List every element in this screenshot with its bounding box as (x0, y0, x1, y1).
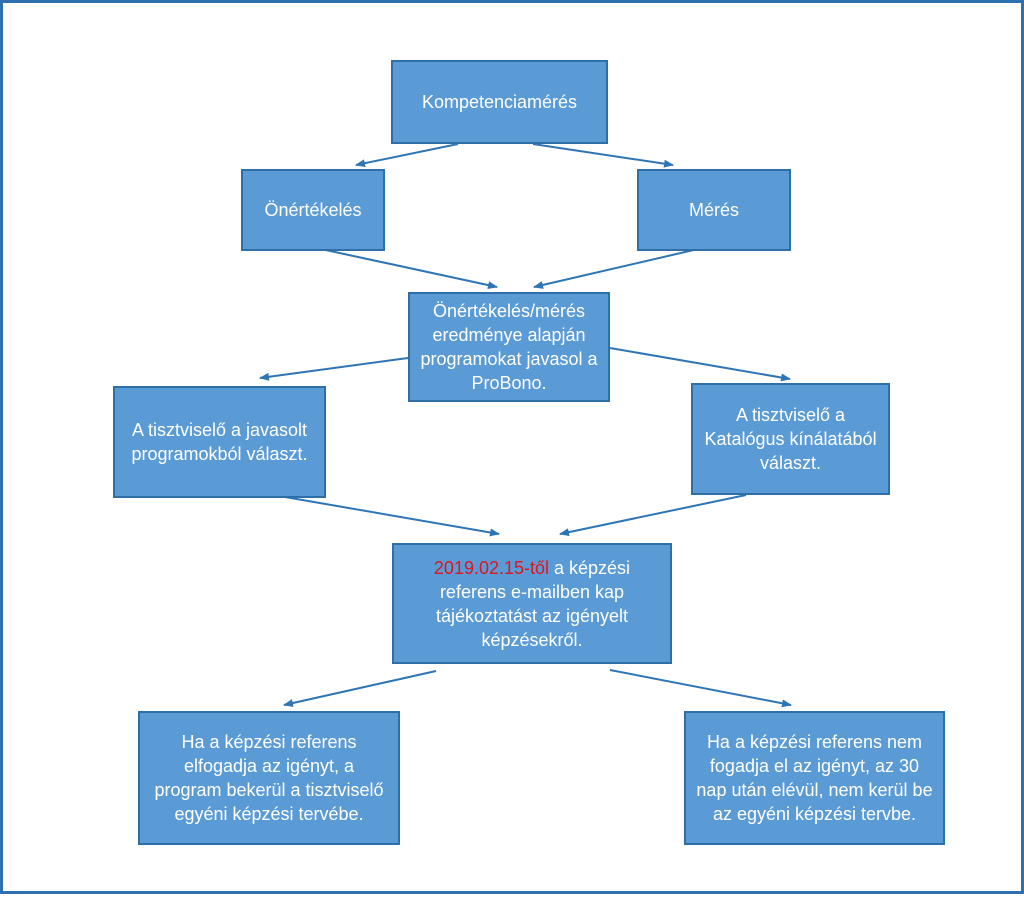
node-onertekeles: Önértékelés (241, 169, 385, 251)
node-katalogus-label: A tisztviselő a Katalógus kínálatából vá… (704, 405, 877, 473)
arrow-komp-to-oner (355, 143, 459, 168)
node-kepzesi-text: 2019.02.15-től a képzési referens e-mail… (404, 556, 660, 652)
arrows-layer (259, 143, 792, 708)
node-kepzesi-date: 2019.02.15-től (433, 557, 550, 578)
arrow-kepzesi-to-nemfogad (609, 669, 792, 708)
arrow-meres-to-eredmeny (533, 248, 699, 289)
node-nem-fogadja-el: Ha a képzési referens nem fogadja el az … (684, 711, 945, 845)
arrow-katalogus-to-kepzesi (559, 494, 747, 537)
node-eredmeny-label: Önértékelés/mérés eredménye alapján prog… (420, 301, 598, 393)
node-eredmeny-alapjan: Önértékelés/mérés eredménye alapján prog… (408, 292, 610, 402)
node-katalogus-kinalatabol: A tisztviselő a Katalógus kínálatából vá… (691, 383, 890, 495)
node-elfogad-label: Ha a képzési referens elfogadja az igény… (154, 732, 384, 824)
node-meres-label: Mérés (688, 200, 739, 220)
arrow-eredmeny-to-javasolt (259, 357, 409, 381)
node-elfogadja-az-igenyt: Ha a képzési referens elfogadja az igény… (138, 711, 400, 845)
node-kepzesi-label: a képzési referens e-mailben kap tájékoz… (435, 557, 631, 650)
arrow-javasolt-to-kepzesi (284, 496, 500, 537)
arrow-komp-to-meres (532, 143, 674, 168)
arrow-kepzesi-to-elfogad (283, 670, 437, 707)
arrow-eredmeny-to-katalogus (609, 347, 791, 382)
node-kompetenciameres-label: Kompetenciamérés (421, 92, 578, 112)
node-onertekeles-label: Önértékelés (264, 200, 362, 220)
node-meres: Mérés (637, 169, 791, 251)
node-nemfogad-label: Ha a képzési referens nem fogadja el az … (696, 732, 933, 824)
node-kepzesi-referens-ertesites: 2019.02.15-től a képzési referens e-mail… (392, 543, 672, 664)
arrow-oner-to-eredmeny (320, 248, 498, 290)
node-kompetenciameres: Kompetenciamérés (391, 60, 608, 144)
node-javasolt-label: A tisztviselő a javasolt programokból vá… (131, 420, 308, 464)
node-javasolt-programokbol: A tisztviselő a javasolt programokból vá… (113, 386, 326, 498)
